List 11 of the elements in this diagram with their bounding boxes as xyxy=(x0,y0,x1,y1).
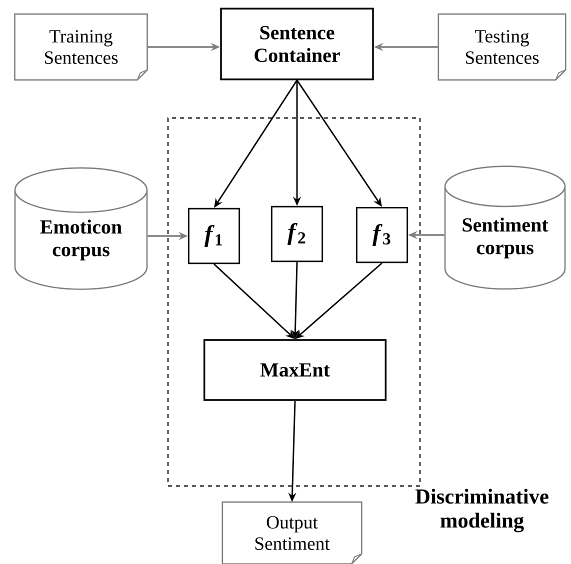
process-box: Sentence Container xyxy=(220,8,374,80)
feature-box: f$_{3}$ xyxy=(356,206,408,264)
feature-box: f$_{1}$ xyxy=(188,208,240,264)
database-cylinder: Emoticon corpus xyxy=(14,167,148,290)
process-box: MaxEnt xyxy=(203,339,387,401)
feature-box: f$_{2}$ xyxy=(270,206,324,262)
node-label: Discriminative modeling xyxy=(415,488,548,532)
document-box: Testing Sentences xyxy=(438,13,566,81)
database-cylinder: Sentiment corpus xyxy=(444,166,566,290)
document-box: Training Sentences xyxy=(14,13,148,81)
document-box: Output Sentiment xyxy=(222,501,362,564)
